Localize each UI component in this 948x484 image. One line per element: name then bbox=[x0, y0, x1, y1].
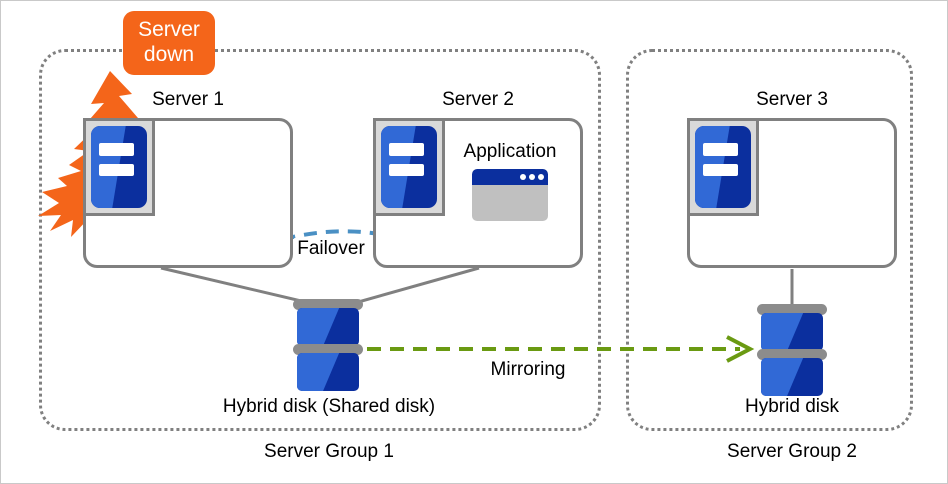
server-down-badge: Server down bbox=[123, 11, 215, 75]
server-2-icon-bar-top bbox=[388, 143, 424, 156]
shared-disk-label: Hybrid disk (Shared disk) bbox=[222, 396, 436, 417]
server-1-icon bbox=[83, 118, 155, 216]
server-2-label: Server 2 bbox=[442, 89, 514, 110]
server-down-badge-line1: Server bbox=[138, 18, 200, 41]
application-window-dot-2 bbox=[529, 173, 535, 180]
hybrid-disk-platter-top bbox=[761, 313, 823, 351]
hybrid-disk-platter-bottom bbox=[761, 358, 823, 396]
server-1-icon-bar-top bbox=[98, 143, 134, 156]
application-label: Application bbox=[463, 141, 557, 162]
hybrid-disk-cap-top bbox=[757, 304, 827, 315]
server-1-icon-bar-bottom bbox=[98, 163, 134, 177]
server-2-icon-bar-bottom bbox=[388, 163, 424, 177]
application-window-titlebar bbox=[472, 169, 548, 185]
failover-label: Failover bbox=[294, 238, 368, 260]
shared-disk-platter-bottom bbox=[297, 353, 359, 391]
mirroring-arrow-head bbox=[726, 335, 755, 363]
shared-disk-platter-top bbox=[297, 308, 359, 346]
server-1-icon-body bbox=[91, 126, 147, 208]
shared-disk-cap-top bbox=[293, 299, 363, 310]
server-1-label: Server 1 bbox=[152, 89, 224, 110]
shared-disk-cap-middle bbox=[293, 344, 363, 355]
server-group-1-label: Server Group 1 bbox=[264, 441, 394, 462]
server-group-2-label: Server Group 2 bbox=[727, 441, 857, 462]
server-3-icon bbox=[687, 118, 759, 216]
hybrid-disk-label: Hybrid disk bbox=[745, 396, 839, 417]
shared-disk-icon bbox=[293, 299, 363, 391]
application-window-dot-1 bbox=[520, 173, 526, 180]
server-2-icon bbox=[373, 118, 445, 216]
hybrid-disk-icon bbox=[757, 304, 827, 396]
server-2-icon-body bbox=[381, 126, 437, 208]
server-group-2-boundary bbox=[626, 49, 913, 431]
server-down-badge-line2: down bbox=[143, 42, 195, 66]
application-window-dot-3 bbox=[538, 173, 544, 180]
server-3-label: Server 3 bbox=[756, 89, 828, 110]
server-3-icon-bar-bottom bbox=[702, 163, 738, 177]
server-group-1-boundary bbox=[39, 49, 601, 431]
mirroring-label: Mirroring bbox=[490, 359, 566, 380]
server-3-icon-body bbox=[695, 126, 751, 208]
server-3-icon-bar-top bbox=[702, 143, 738, 156]
application-window-icon bbox=[472, 169, 548, 221]
hybrid-disk-cap-middle bbox=[757, 349, 827, 360]
